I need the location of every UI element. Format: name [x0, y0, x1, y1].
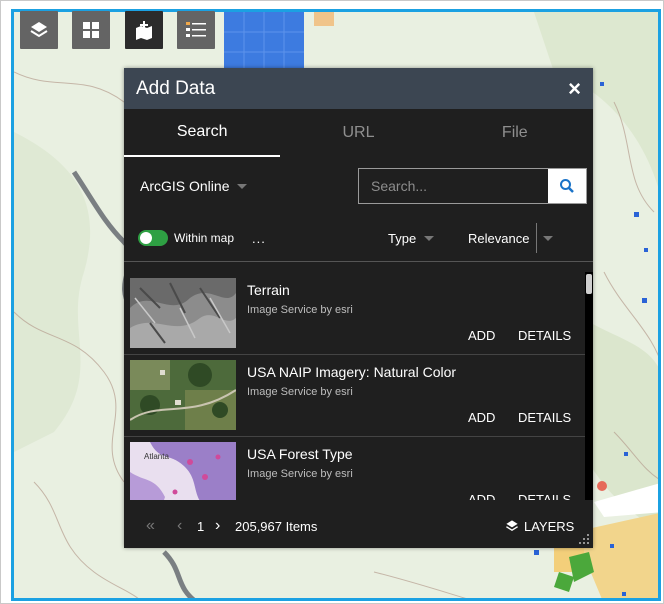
- tab-search[interactable]: Search: [124, 109, 281, 157]
- search-input[interactable]: [359, 169, 548, 203]
- details-button[interactable]: DETAILS: [518, 410, 572, 425]
- close-icon[interactable]: ×: [568, 75, 581, 101]
- add-data-panel: Add Data × Search URL File ArcGIS Online: [124, 68, 593, 548]
- naip-thumbnail: [130, 360, 236, 430]
- within-map-toggle[interactable]: [138, 230, 168, 246]
- type-filter-dropdown[interactable]: Type: [388, 230, 435, 246]
- source-dropdown[interactable]: ArcGIS Online: [140, 178, 248, 194]
- page-number: 1: [197, 518, 205, 534]
- list-item: Atlanta USA Forest Type Image Service by…: [124, 436, 585, 500]
- result-title: USA NAIP Imagery: Natural Color: [247, 364, 457, 380]
- next-page-button[interactable]: ›: [215, 517, 221, 534]
- add-data-icon: [136, 21, 152, 40]
- legend-icon: [186, 22, 206, 37]
- list-item: Terrain Image Service by esri ADD DETAIL…: [124, 272, 585, 355]
- sort-label: Relevance: [468, 230, 530, 246]
- add-button[interactable]: ADD: [468, 410, 496, 425]
- source-label: ArcGIS Online: [140, 178, 230, 194]
- within-map-label: Within map: [174, 231, 235, 245]
- results-list: Terrain Image Service by esri ADD DETAIL…: [124, 272, 593, 500]
- layers-button-label: LAYERS: [524, 518, 575, 534]
- result-subtitle: Image Service by esri: [247, 468, 353, 480]
- add-button[interactable]: ADD: [468, 328, 496, 343]
- item-count: 205,967 Items: [235, 518, 318, 534]
- details-button[interactable]: DETAILS: [518, 328, 572, 343]
- forest-type-thumbnail: Atlanta: [130, 442, 236, 500]
- pagination-bar: « ‹ 1 › 205,967 Items LAYERS: [124, 504, 593, 548]
- sort-dropdown[interactable]: [536, 223, 559, 253]
- type-label: Type: [388, 230, 417, 246]
- chevron-down-icon: [543, 235, 553, 241]
- result-title: Terrain: [247, 282, 290, 298]
- search-button[interactable]: [548, 169, 586, 203]
- first-page-button[interactable]: «: [146, 517, 155, 534]
- more-options-button[interactable]: ...: [252, 230, 266, 246]
- result-title: USA Forest Type: [247, 446, 353, 462]
- layers-icon: [506, 520, 518, 532]
- layers-button[interactable]: LAYERS: [505, 519, 574, 534]
- resize-handle-icon[interactable]: [578, 533, 590, 545]
- scroll-thumb[interactable]: [586, 274, 592, 294]
- add-data-button[interactable]: [125, 11, 163, 49]
- layers-icon: [30, 22, 48, 38]
- legend-button[interactable]: [177, 11, 215, 49]
- details-button[interactable]: DETAILS: [518, 492, 572, 500]
- list-item: USA NAIP Imagery: Natural Color Image Se…: [124, 354, 585, 437]
- prev-page-button[interactable]: ‹: [177, 517, 183, 534]
- results-scrollbar[interactable]: [585, 272, 593, 500]
- thumbnail-city-label: Atlanta: [144, 452, 169, 461]
- search-row: ArcGIS Online: [124, 157, 593, 215]
- search-box: [358, 168, 587, 204]
- layer-list-button[interactable]: [20, 11, 58, 49]
- terrain-thumbnail: [130, 278, 236, 348]
- result-subtitle: Image Service by esri: [247, 304, 353, 316]
- basemap-gallery-icon: [83, 22, 99, 38]
- tab-url[interactable]: URL: [342, 124, 375, 141]
- basemap-gallery-button[interactable]: [72, 11, 110, 49]
- search-icon: [560, 179, 574, 193]
- panel-title: Add Data: [136, 77, 216, 99]
- add-button[interactable]: ADD: [468, 492, 496, 500]
- filter-row: Within map ... Type Relevance: [124, 215, 593, 262]
- toggle-knob: [140, 232, 152, 244]
- result-subtitle: Image Service by esri: [247, 386, 353, 398]
- chevron-down-icon: [424, 235, 435, 241]
- tab-file[interactable]: File: [501, 124, 528, 141]
- panel-header: Add Data ×: [124, 68, 593, 109]
- tab-bar: Search URL File: [124, 109, 593, 157]
- chevron-down-icon: [237, 183, 248, 189]
